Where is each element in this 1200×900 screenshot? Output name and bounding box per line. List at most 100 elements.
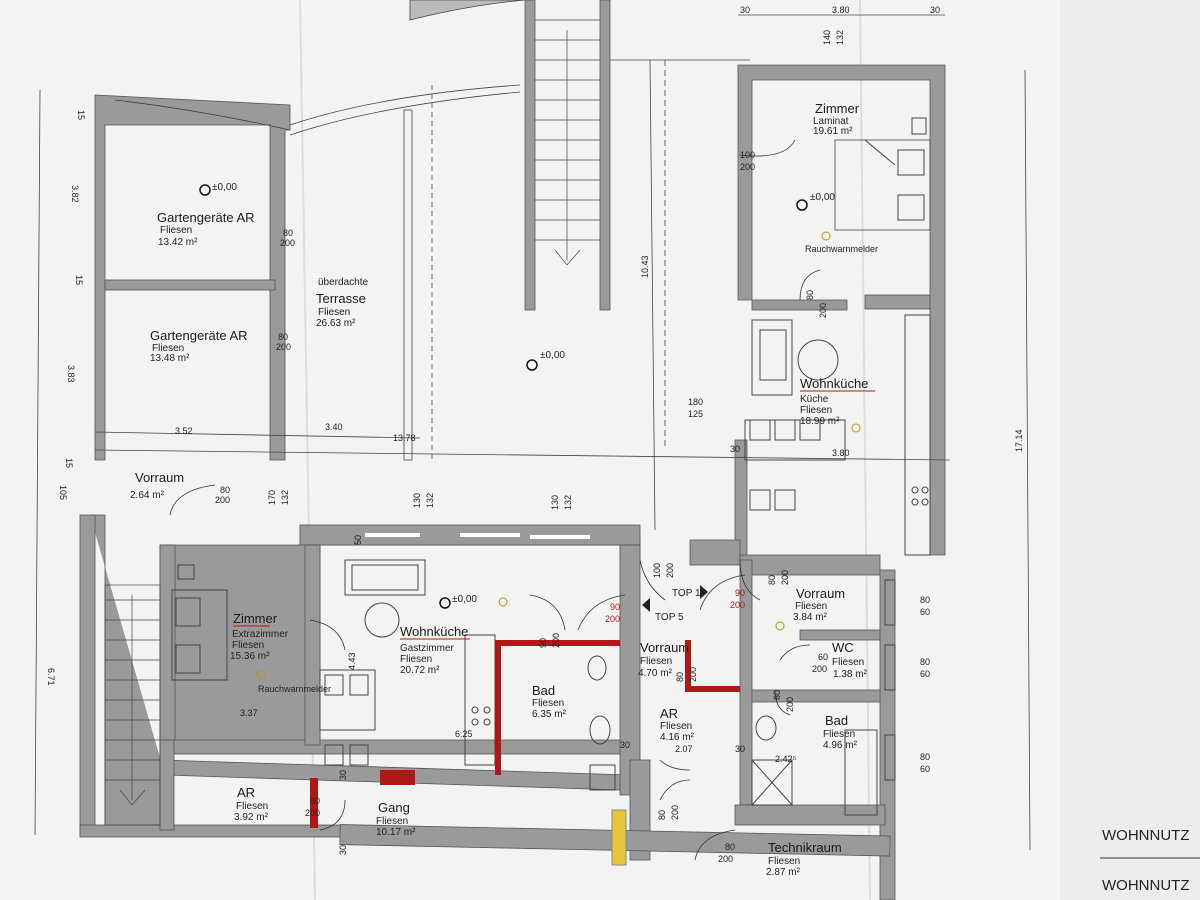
room-area: 15.36 m² <box>230 651 270 662</box>
dimension-label: 130 <box>412 493 422 508</box>
dimension-label: 30 <box>338 845 348 855</box>
unit-label: TOP 5 <box>655 612 684 623</box>
door-height: 200 <box>280 238 295 248</box>
dimension-label: 30 <box>338 770 348 780</box>
dimension-label: 200 <box>780 570 790 585</box>
room-floor: Fliesen <box>823 729 855 740</box>
window-dimension: 60 <box>920 764 930 774</box>
door-width: 90 <box>735 588 745 598</box>
room-name: AR <box>660 706 678 721</box>
room-name: Zimmer <box>815 101 860 116</box>
dimension-label: 80 <box>767 575 777 585</box>
stair-treads-top <box>535 19 600 266</box>
room-sub: Extrazimmer <box>232 629 289 640</box>
window-dimension: 60 <box>920 607 930 617</box>
room-area: 26.63 m² <box>316 318 356 329</box>
dimension-label: 105 <box>58 485 68 500</box>
room-name: Wohnküche <box>400 624 468 639</box>
room-floor: Fliesen <box>152 343 184 354</box>
room-name: AR <box>237 785 255 800</box>
dimension-label: 3.40 <box>325 422 343 432</box>
room-floor: Fliesen <box>795 601 827 612</box>
dimension-label: 200 <box>305 808 320 818</box>
dimension-label: 60 <box>818 652 828 662</box>
room-area: 3.84 m² <box>793 612 828 623</box>
stair-treads-bottom <box>104 584 161 826</box>
room-name: Technikraum <box>768 840 842 855</box>
dimension-label: 200 <box>665 563 675 578</box>
room-name: Terrasse <box>316 291 366 306</box>
dimension-label: 3.52 <box>175 426 193 436</box>
dimension-label: 132 <box>280 490 290 505</box>
dimension-label: 17.14 <box>1014 429 1024 452</box>
side-heading: WOHNNUTZ <box>1102 877 1189 894</box>
smoke-detector-label: Rauchwarnmelder <box>805 244 878 254</box>
dimension-label: 180 <box>688 397 703 407</box>
dimension-label: 132 <box>835 30 845 45</box>
room-name: Gartengeräte AR <box>157 210 255 225</box>
dimension-label: 200 <box>818 303 828 318</box>
dimension-label: 90 <box>538 638 548 648</box>
room-area: 18.99 m² <box>800 416 840 427</box>
dimension-label: 15 <box>74 275 84 285</box>
dimension-label: 15 <box>76 110 86 120</box>
dimension-label: 50 <box>353 535 363 545</box>
unit-label: TOP 1 <box>672 588 701 599</box>
room-name: Vorraum <box>796 586 845 601</box>
dimension-label: 170 <box>267 490 277 505</box>
room-floor: Fliesen <box>160 225 192 236</box>
dimension-label: 200 <box>812 664 827 674</box>
dimension-label: 30 <box>930 5 940 15</box>
dimension-label: 6.71 <box>46 668 56 686</box>
room-name: Bad <box>532 683 555 698</box>
room-floor: Fliesen <box>232 640 264 651</box>
room-floor: Fliesen <box>236 801 268 812</box>
room-area: 4.16 m² <box>660 732 695 743</box>
level-label: ±0,00 <box>810 192 835 203</box>
level-label: ±0,00 <box>452 594 477 605</box>
smoke-detector-icon <box>256 231 861 680</box>
room-name: Wohnküche <box>800 376 868 391</box>
dimension-label: 200 <box>785 697 795 712</box>
room-area: 4.96 m² <box>823 740 858 751</box>
dimension-label: 130 <box>550 495 560 510</box>
door-height: 200 <box>605 614 620 624</box>
dimension-label: 200 <box>688 667 698 682</box>
room-floor: Fliesen <box>832 657 864 668</box>
dimension-label: 3.80 <box>832 448 850 458</box>
room-name: Vorraum <box>135 470 184 485</box>
dimension-label: 2.42⁵ <box>775 754 797 764</box>
dimension-label: 30 <box>740 5 750 15</box>
room-area: 1.38 m² <box>833 669 868 680</box>
room-floor: Fliesen <box>400 654 432 665</box>
dimension-label: 6.25 <box>455 729 473 739</box>
room-floor: Laminat <box>813 116 849 127</box>
room-area: 13.48 m² <box>150 353 190 364</box>
dimension-label: 4.43 <box>347 652 357 670</box>
room-area: 4.70 m² <box>638 668 673 679</box>
room-name: WC <box>832 640 854 655</box>
room-area: 19.61 m² <box>813 126 853 137</box>
dimension-label: 80 <box>657 810 667 820</box>
dimension-label: 80 <box>805 290 815 300</box>
room-area: 2.64 m² <box>130 490 165 501</box>
door-width: 90 <box>610 602 620 612</box>
dimension-label: 200 <box>670 805 680 820</box>
dimension-label: 3.80 <box>832 5 850 15</box>
side-heading: WOHNNUTZ <box>1102 827 1189 844</box>
room-floor: Fliesen <box>376 816 408 827</box>
room-area: 13.42 m² <box>158 237 198 248</box>
room-floor: Fliesen <box>768 856 800 867</box>
level-marker-icon <box>199 184 808 609</box>
room-name: Zimmer <box>233 611 278 626</box>
door-width: 80 <box>278 332 288 342</box>
dimension-label: 125 <box>688 409 703 419</box>
window-dimension: 80 <box>920 657 930 667</box>
room-name: überdachte <box>318 277 368 288</box>
dimension-label: 2.07 <box>675 744 693 754</box>
dimension-label: 3.37 <box>240 708 258 718</box>
door-height: 200 <box>215 495 230 505</box>
dimension-label: 3.83 <box>66 365 76 383</box>
room-floor: Fliesen <box>318 307 350 318</box>
dimension-label: 200 <box>551 633 561 648</box>
